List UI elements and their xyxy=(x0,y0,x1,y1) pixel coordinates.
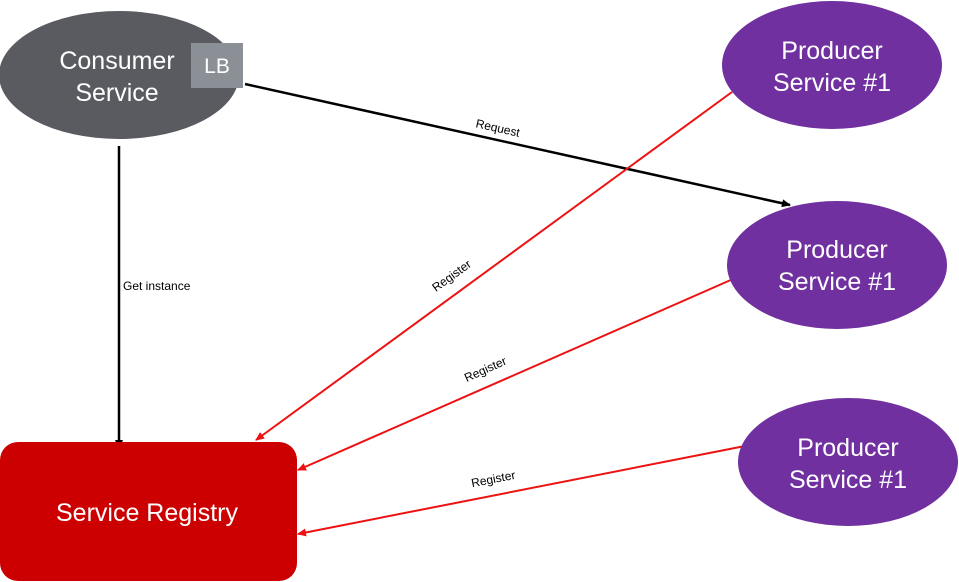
producer-service-shape-3 xyxy=(738,398,958,526)
producer-service-label-1-line2: Service #1 xyxy=(773,69,891,97)
producer-service-label-2-line1: Producer xyxy=(786,236,887,264)
register-arrow-2 xyxy=(297,278,734,471)
producer-service-label-3-line1: Producer xyxy=(797,434,898,462)
producer-service-label-1-line1: Producer xyxy=(781,37,882,65)
producer-service-node-3[interactable]: Producer Service #1 xyxy=(738,398,958,526)
consumer-service-node[interactable]: Consumer Service xyxy=(0,11,239,139)
producer-service-label-2-line2: Service #1 xyxy=(778,268,896,296)
register-arrow-3 xyxy=(297,445,746,537)
load-balancer-shape xyxy=(191,43,243,88)
register-label-1: Register xyxy=(429,257,473,295)
service-registry-node[interactable]: Service Registry xyxy=(0,442,297,581)
producer-service-shape-2 xyxy=(727,201,947,329)
load-balancer-badge[interactable]: LB xyxy=(191,43,243,88)
consumer-service-label-line1: Consumer xyxy=(59,47,174,75)
producer-service-shape-1 xyxy=(722,1,942,129)
service-registry-shape xyxy=(0,442,297,581)
register-arrow-1 xyxy=(255,91,733,441)
service-registry-label: Service Registry xyxy=(56,499,238,527)
register-label-3: Register xyxy=(470,468,517,490)
producer-service-node-2[interactable]: Producer Service #1 xyxy=(727,201,947,329)
producer-service-label-3-line2: Service #1 xyxy=(789,466,907,494)
request-arrow xyxy=(244,82,791,208)
get-instance-label: Get instance xyxy=(123,279,191,293)
consumer-service-shape xyxy=(0,11,239,139)
load-balancer-label: LB xyxy=(204,55,230,78)
consumer-service-label-line2: Service xyxy=(75,79,158,107)
producer-service-node-1[interactable]: Producer Service #1 xyxy=(722,1,942,129)
